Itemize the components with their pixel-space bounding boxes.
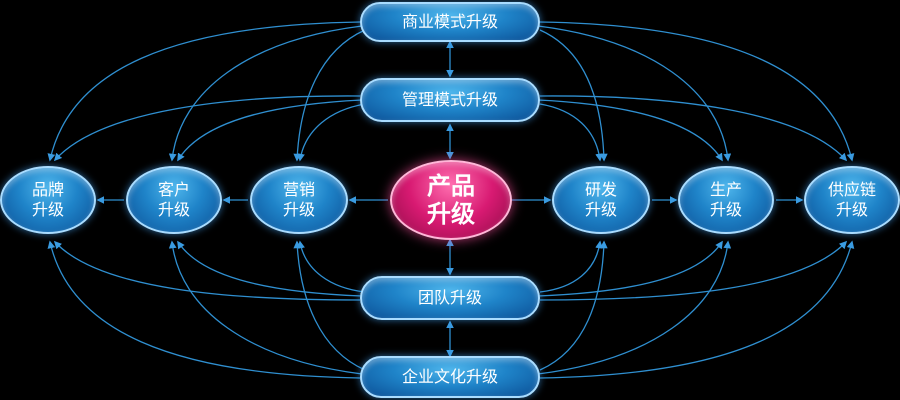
business-model-label: 商业模式升级 <box>401 12 498 31</box>
connector-business-rd <box>539 29 608 162</box>
rd-line1: 研发 <box>584 180 617 199</box>
connector-culture-production <box>537 240 732 375</box>
connector-team-rd <box>539 240 603 293</box>
connector-business-customer <box>168 25 363 162</box>
connector-mgmt-brand <box>53 95 361 162</box>
team-label: 团队升级 <box>417 288 482 307</box>
connector-culture-rd <box>539 240 608 371</box>
center-line1: 产品 <box>427 172 475 200</box>
connector-team-production <box>537 240 723 297</box>
production-upgrade-node: 生产 升级 <box>678 166 774 234</box>
connector-team-marketing <box>297 240 366 293</box>
connector-mgmt-rd <box>539 103 604 162</box>
culture-label: 企业文化升级 <box>401 367 498 386</box>
connector-business-production <box>537 25 732 162</box>
connector-mgmt-marketing <box>297 103 366 162</box>
team-node: 团队升级 <box>360 276 540 320</box>
customer-line2: 升级 <box>157 200 190 219</box>
connector-mgmt-production <box>537 99 723 162</box>
rd-line2: 升级 <box>584 200 617 219</box>
management-model-label: 管理模式升级 <box>401 90 498 109</box>
connector-team-brand <box>53 240 361 301</box>
management-model-node: 管理模式升级 <box>360 78 540 122</box>
culture-node: 企业文化升级 <box>360 356 540 398</box>
business-model-node: 商业模式升级 <box>360 2 540 42</box>
supply-chain-line1: 供应链 <box>827 180 876 199</box>
marketing-upgrade-node: 营销 升级 <box>250 166 348 234</box>
supply-chain-upgrade-node: 供应链 升级 <box>804 166 900 234</box>
supply-chain-line2: 升级 <box>835 200 868 219</box>
brand-line2: 升级 <box>31 200 64 219</box>
connector-culture-marketing <box>293 240 366 371</box>
rd-upgrade-node: 研发 升级 <box>552 166 650 234</box>
connector-culture-supply <box>539 240 855 379</box>
production-line2: 升级 <box>709 200 742 219</box>
customer-line1: 客户 <box>157 180 190 199</box>
marketing-line2: 升级 <box>282 200 315 219</box>
connector-business-marketing <box>293 29 366 162</box>
connector-team-customer <box>177 240 363 297</box>
connector-culture-brand <box>47 240 361 379</box>
brand-upgrade-node: 品牌 升级 <box>0 166 96 234</box>
marketing-line1: 营销 <box>282 180 315 199</box>
connector-culture-customer <box>168 240 363 375</box>
connector-mgmt-supply <box>539 95 848 162</box>
connector-business-brand <box>47 21 361 162</box>
production-line1: 生产 <box>709 180 742 199</box>
connector-mgmt-customer <box>177 99 363 162</box>
connector-business-supply <box>539 21 855 162</box>
product-upgrade-node: 产品 升级 <box>390 160 512 240</box>
center-line2: 升级 <box>427 200 475 228</box>
connector-team-supply <box>539 240 848 301</box>
customer-upgrade-node: 客户 升级 <box>126 166 222 234</box>
brand-line1: 品牌 <box>31 180 64 199</box>
